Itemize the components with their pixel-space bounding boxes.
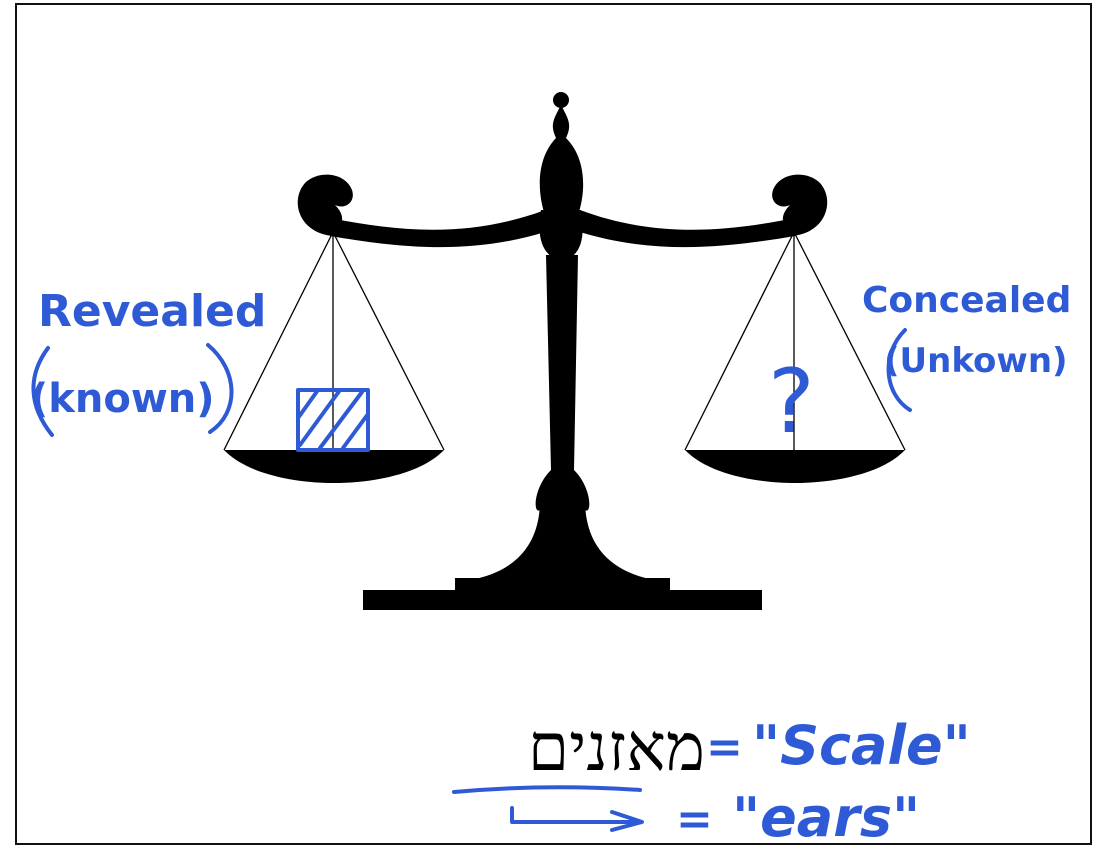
equals-sign-2: = <box>676 794 713 845</box>
scale-beam-right-curl <box>772 174 828 236</box>
left-subtitle: (known) <box>30 376 215 422</box>
right-title: Concealed <box>862 280 1071 321</box>
arrow-icon <box>510 806 644 832</box>
left-open-paren <box>31 346 54 437</box>
left-title: Revealed <box>38 286 266 337</box>
scale-foot <box>470 500 655 580</box>
hebrew-word: מאזנים <box>528 709 705 786</box>
scale-beam-right <box>580 210 795 248</box>
scale-beam <box>330 210 545 248</box>
scale-finial <box>539 105 584 215</box>
right-bracket <box>886 328 912 412</box>
meaning-scale: "Scale" <box>752 714 971 777</box>
question-mark-icon: ? <box>768 350 815 453</box>
right-pan <box>685 450 905 483</box>
scale-column <box>535 255 590 511</box>
meaning-ears: "ears" <box>732 786 920 849</box>
hatched-square-icon <box>296 388 370 452</box>
scale-base <box>363 590 762 610</box>
left-pan <box>224 450 444 483</box>
balance-scale-icon <box>224 92 905 610</box>
scale-beam-left-curl <box>297 174 353 236</box>
underline-stroke <box>452 785 642 794</box>
scale-base-step <box>455 578 670 592</box>
equals-sign-1: = <box>706 722 743 773</box>
left-bracket <box>206 343 234 434</box>
scale-finial-ball <box>553 92 569 108</box>
right-subtitle: (Unkown) <box>884 341 1068 381</box>
scale-hub <box>539 210 583 262</box>
pan-strings <box>223 231 906 451</box>
